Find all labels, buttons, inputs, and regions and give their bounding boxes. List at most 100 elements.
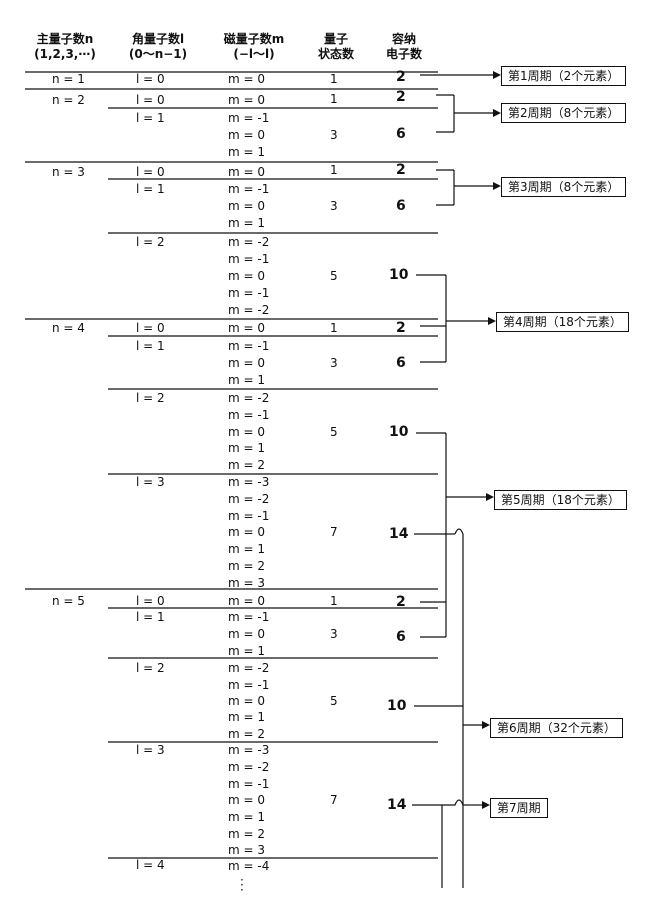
period-box: 第6周期（32个元素）	[490, 718, 623, 738]
angular-quantum-number: l = 0	[136, 321, 165, 335]
state-count: 7	[330, 793, 338, 807]
state-count: 3	[330, 199, 338, 213]
magnetic-quantum-number: m = 0	[228, 694, 266, 708]
magnetic-quantum-number: m = -1	[228, 182, 270, 196]
angular-quantum-number: l = 2	[136, 235, 165, 249]
angular-quantum-number: l = 3	[136, 475, 165, 489]
magnetic-quantum-number: m = 0	[228, 321, 266, 335]
magnetic-quantum-number: m = -2	[228, 661, 270, 675]
angular-quantum-number: l = 3	[136, 743, 165, 757]
magnetic-quantum-number: m = -4	[228, 859, 270, 873]
state-count: 3	[330, 128, 338, 142]
state-count: 1	[330, 163, 338, 177]
magnetic-quantum-number: m = -1	[228, 286, 270, 300]
angular-quantum-number: l = 1	[136, 339, 165, 353]
electron-capacity: 2	[396, 320, 406, 336]
period-box: 第3周期（8个元素）	[501, 177, 627, 197]
header-state-count: 量子 状态数	[317, 32, 354, 61]
magnetic-quantum-number: m = 1	[228, 810, 266, 824]
header-electron-capacity: 容纳 电子数	[385, 32, 422, 61]
period-box: 第7周期	[490, 798, 548, 818]
state-count: 1	[330, 92, 338, 106]
magnetic-quantum-number: m = 0	[228, 594, 266, 608]
magnetic-quantum-number: m = 1	[228, 373, 266, 387]
electron-capacity: 2	[396, 69, 406, 85]
magnetic-quantum-number: m = 3	[228, 843, 266, 857]
electron-capacity: 2	[396, 162, 406, 178]
angular-quantum-number: l = 1	[136, 182, 165, 196]
arrow-head	[486, 493, 494, 501]
electron-capacity: 10	[389, 267, 409, 283]
period-box: 第5周期（18个元素）	[494, 490, 627, 510]
magnetic-quantum-number: m = 0	[228, 128, 266, 142]
state-count: 7	[330, 525, 338, 539]
arrow-head	[493, 109, 501, 117]
magnetic-quantum-number: m = -1	[228, 339, 270, 353]
principal-quantum-number: n = 4	[52, 321, 85, 335]
magnetic-quantum-number: m = 1	[228, 710, 266, 724]
magnetic-quantum-number: m = 0	[228, 72, 266, 86]
state-count: 5	[330, 694, 338, 708]
magnetic-quantum-number: m = 1	[228, 644, 266, 658]
continuation-dots: ···	[240, 873, 244, 897]
connector-period-7	[442, 799, 470, 806]
magnetic-quantum-number: m = 0	[228, 627, 266, 641]
electron-capacity: 10	[389, 424, 409, 440]
state-count: 5	[330, 425, 338, 439]
magnetic-quantum-number: m = 1	[228, 145, 266, 159]
magnetic-quantum-number: m = -2	[228, 492, 270, 506]
arrow-head	[482, 801, 490, 809]
magnetic-quantum-number: m = 2	[228, 458, 266, 472]
angular-quantum-number: l = 0	[136, 93, 165, 107]
state-count: 1	[330, 321, 338, 335]
magnetic-quantum-number: m = -2	[228, 235, 270, 249]
magnetic-quantum-number: m = -1	[228, 678, 270, 692]
magnetic-quantum-number: m = 0	[228, 425, 266, 439]
angular-quantum-number: l = 0	[136, 594, 165, 608]
principal-quantum-number: n = 2	[52, 93, 85, 107]
magnetic-quantum-number: m = 0	[228, 356, 266, 370]
magnetic-quantum-number: m = -1	[228, 111, 270, 125]
magnetic-quantum-number: m = 0	[228, 199, 266, 213]
magnetic-quantum-number: m = 1	[228, 216, 266, 230]
electron-capacity: 14	[387, 797, 407, 813]
electron-capacity: 2	[396, 594, 406, 610]
magnetic-quantum-number: m = 2	[228, 559, 266, 573]
magnetic-quantum-number: m = 0	[228, 93, 266, 107]
electron-capacity: 6	[396, 198, 406, 214]
arrow-head	[493, 182, 501, 190]
arrow-head	[482, 721, 490, 729]
period-box: 第4周期（18个元素）	[496, 312, 629, 332]
angular-quantum-number: l = 2	[136, 391, 165, 405]
magnetic-quantum-number: m = -1	[228, 252, 270, 266]
electron-capacity: 6	[396, 355, 406, 371]
electron-capacity: 6	[396, 126, 406, 142]
period-box: 第2周期（8个元素）	[501, 103, 627, 123]
magnetic-quantum-number: m = 1	[228, 542, 266, 556]
angular-quantum-number: l = 4	[136, 858, 165, 872]
magnetic-quantum-number: m = -1	[228, 777, 270, 791]
magnetic-quantum-number: m = 2	[228, 727, 266, 741]
magnetic-quantum-number: m = 2	[228, 827, 266, 841]
magnetic-quantum-number: m = 0	[228, 793, 266, 807]
state-count: 5	[330, 269, 338, 283]
header-magnetic-quantum-number: 磁量子数m (−l〜l)	[223, 32, 285, 61]
magnetic-quantum-number: m = 0	[228, 269, 266, 283]
angular-quantum-number: l = 1	[136, 111, 165, 125]
magnetic-quantum-number: m = -2	[228, 391, 270, 405]
header-angular-quantum-number: 角量子数l (0〜n−1)	[128, 32, 188, 61]
magnetic-quantum-number: m = 0	[228, 165, 266, 179]
arrow-head	[488, 317, 496, 325]
magnetic-quantum-number: m = 1	[228, 441, 266, 455]
angular-quantum-number: l = 0	[136, 72, 165, 86]
magnetic-quantum-number: m = -1	[228, 408, 270, 422]
magnetic-quantum-number: m = -3	[228, 475, 270, 489]
header-principal-quantum-number: 主量子数n (1,2,3,⋯)	[34, 32, 96, 61]
principal-quantum-number: n = 5	[52, 594, 85, 608]
state-count: 1	[330, 594, 338, 608]
connector-period-6	[454, 528, 464, 535]
magnetic-quantum-number: m = -2	[228, 303, 270, 317]
period-box: 第1周期（2个元素）	[501, 66, 627, 86]
state-count: 1	[330, 72, 338, 86]
